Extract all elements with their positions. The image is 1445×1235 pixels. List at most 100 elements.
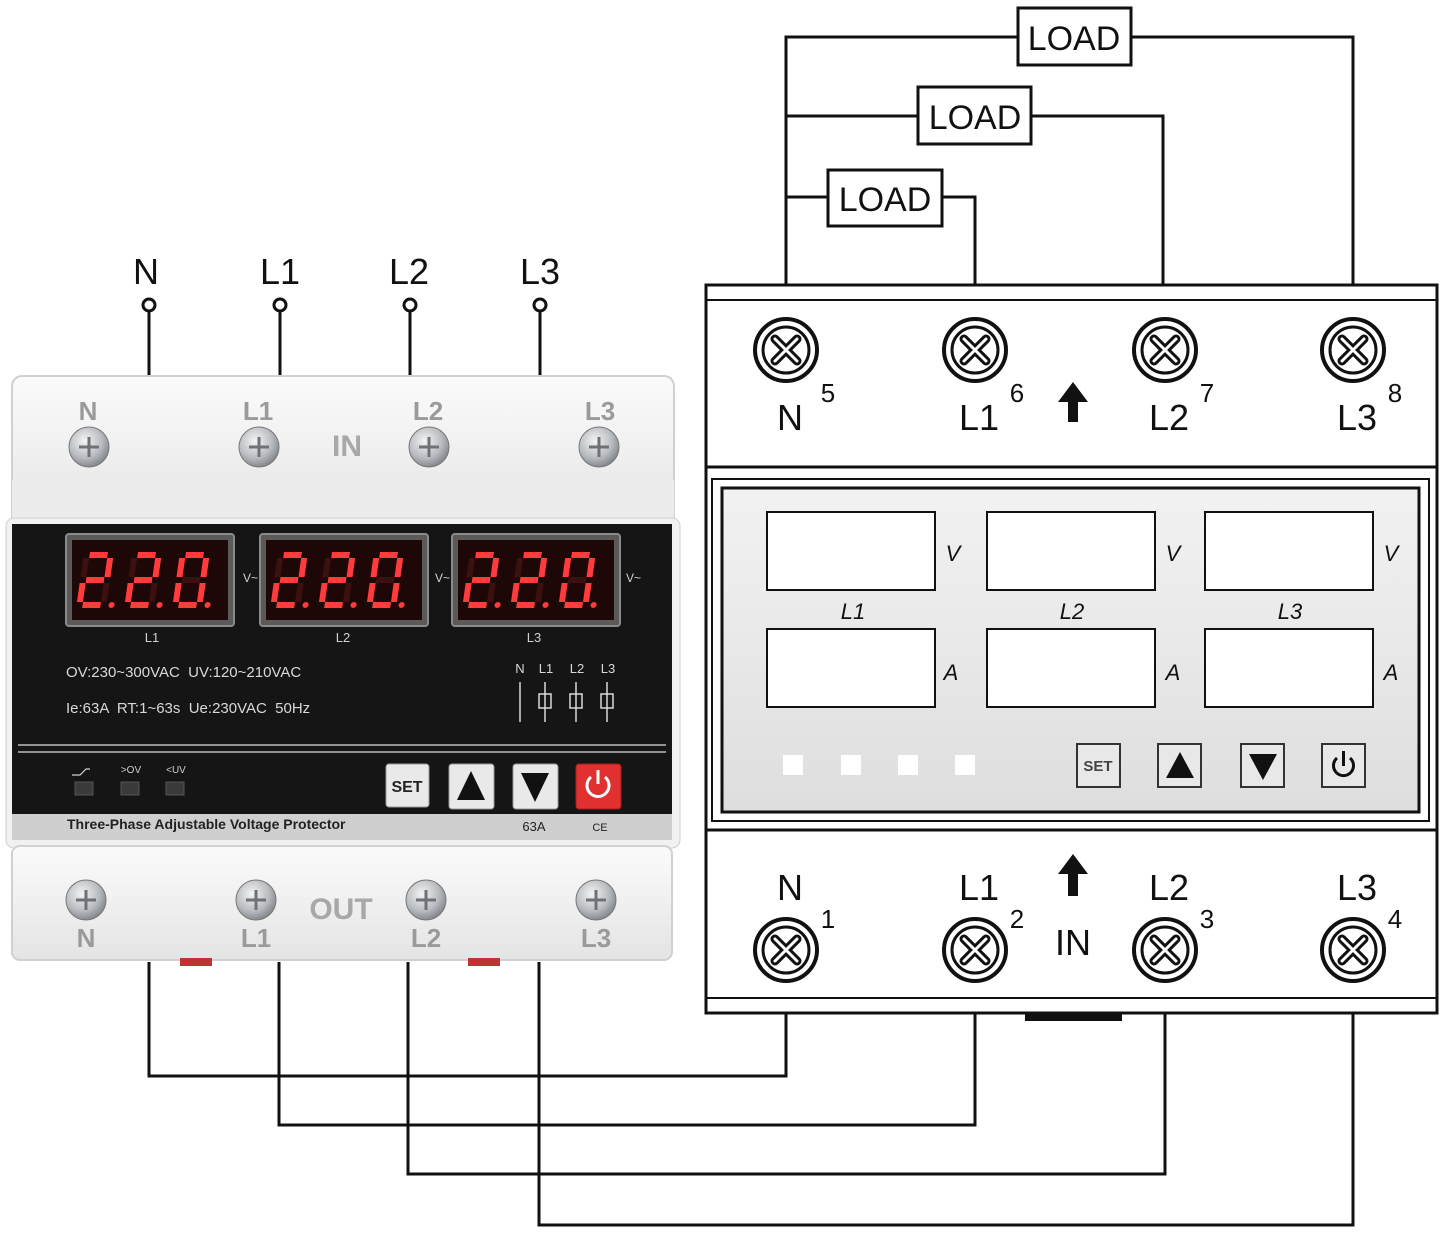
schematic-down-button[interactable] [1240,743,1285,788]
bottom-terminal-label-l2: L2 [1149,867,1189,908]
protector-device: N L1 L2 L3 IN L1 L2 L3 V~ V~ V~ OV:230~3… [5,375,681,966]
display-1-digit-3 [172,552,211,608]
phase-label-l1: L1 [841,599,865,624]
display-unit-l1: V~ [243,571,258,585]
relay-label-n: N [515,661,524,676]
spec-line-1: OV:230~300VAC UV:120~210VAC [66,664,301,681]
wire-l1 [277,962,977,1127]
top-terminal-l1 [942,317,1008,383]
device-set-button[interactable]: SET [385,763,430,808]
load-label-1: LOAD [1028,20,1121,58]
bottom-terminal-number-2: 2 [1010,904,1024,934]
top-terminal-label-l2: L2 [1149,397,1189,438]
relay-label-l2: L2 [570,661,584,676]
top-terminal-number-5: 5 [821,378,835,408]
load-box-3: LOAD [826,168,944,228]
bottom-terminal-label-n: N [777,867,803,908]
schematic-power-button[interactable] [1321,743,1366,788]
in-terminal-label-n: N [79,396,98,426]
display-3-digit-1 [462,552,501,608]
in-screw-l2 [408,426,450,468]
bottom-terminal-label-l1: L1 [959,867,999,908]
voltage-unit-3: V [1384,541,1401,566]
top-terminal-label-l1: L1 [959,397,999,438]
current-window-l1 [766,628,936,708]
indicator-led-switch [74,781,94,796]
voltage-display-2 [259,533,429,627]
device-out-label: OUT [309,893,372,926]
device-set-label: SET [391,779,422,796]
ce-mark: CE [592,822,607,834]
display-1-digit-1 [76,552,115,608]
supply-label-l1: L1 [260,251,300,292]
out-screw-l1 [235,879,277,921]
device-up-button[interactable] [448,763,495,810]
flow-arrow-bottom-icon [1058,854,1088,896]
bottom-terminal-number-3: 3 [1200,904,1214,934]
indicator-label-ov: >OV [121,765,142,776]
display-1-digit-2 [124,552,163,608]
display-3-digit-2 [510,552,549,608]
top-terminal-l3 [1320,317,1386,383]
voltage-window-l3 [1204,511,1374,591]
out-screw-n [65,879,107,921]
supply-n: N [133,251,159,378]
wire-n [147,962,788,1078]
device-down-button[interactable] [512,763,559,810]
schematic-top-housing [704,283,1439,469]
spec-line-2: Ie:63A RT:1~63s Ue:230VAC 50Hz [66,700,310,717]
indicator-label-uv: <UV [166,765,186,776]
schematic-power-icon [1332,756,1355,778]
current-unit-2: A [1164,660,1181,685]
in-screw-l1 [238,426,280,468]
schematic-indicators [783,755,975,775]
in-terminal-label-l3: L3 [585,396,615,426]
schematic-led-1 [783,755,803,775]
product-name: Three-Phase Adjustable Voltage Protector [67,816,346,832]
supply-wires: N L1 L2 L3 [133,251,560,378]
display-unit-l3: V~ [626,571,641,585]
schematic-down-arrow-icon [1249,754,1277,780]
bottom-terminal-l1 [942,917,1008,983]
schematic-set-button[interactable]: SET [1076,743,1121,788]
top-terminal-number-6: 6 [1010,378,1024,408]
top-terminal-number-8: 8 [1388,378,1402,408]
top-terminal-l2 [1132,317,1198,383]
top-terminal-n [753,317,819,383]
top-terminal-label-l3: L3 [1337,397,1377,438]
indicator-led-ov [120,781,140,796]
device-power-button[interactable] [575,763,622,810]
voltage-unit-2: V [1166,541,1183,566]
schematic-led-4 [955,755,975,775]
indicator-leds: >OV <UV [72,765,186,796]
bottom-terminal-number-4: 4 [1388,904,1402,934]
supply-l3: L3 [520,251,560,378]
display-phase-label-l1: L1 [145,630,159,645]
load-label-2: LOAD [929,99,1022,137]
voltage-window-l1 [766,511,936,591]
voltage-window-l2 [986,511,1156,591]
load-label-3: LOAD [839,181,932,219]
out-screw-l2 [405,879,447,921]
schematic-in-label: IN [1055,922,1091,963]
display-2-digit-1 [270,552,309,608]
up-arrow-icon [457,771,485,800]
in-screw-n [68,426,110,468]
current-unit-1: A [942,660,959,685]
schematic-led-2 [841,755,861,775]
schematic-up-button[interactable] [1157,743,1202,788]
top-terminal-number-7: 7 [1200,378,1214,408]
output-wires [147,962,1355,1227]
display-3-digit-3 [558,552,597,608]
display-unit-l2: V~ [435,571,450,585]
display-phase-label-l2: L2 [336,630,350,645]
supply-l1: L1 [260,251,300,378]
supply-label-l2: L2 [389,251,429,292]
relay-label-l1: L1 [539,661,553,676]
device-bottom-shell [11,845,673,961]
relay-symbol: N L1 L2 L3 [515,661,615,722]
top-terminal-label-n: N [777,397,803,438]
voltage-unit-1: V [946,541,963,566]
